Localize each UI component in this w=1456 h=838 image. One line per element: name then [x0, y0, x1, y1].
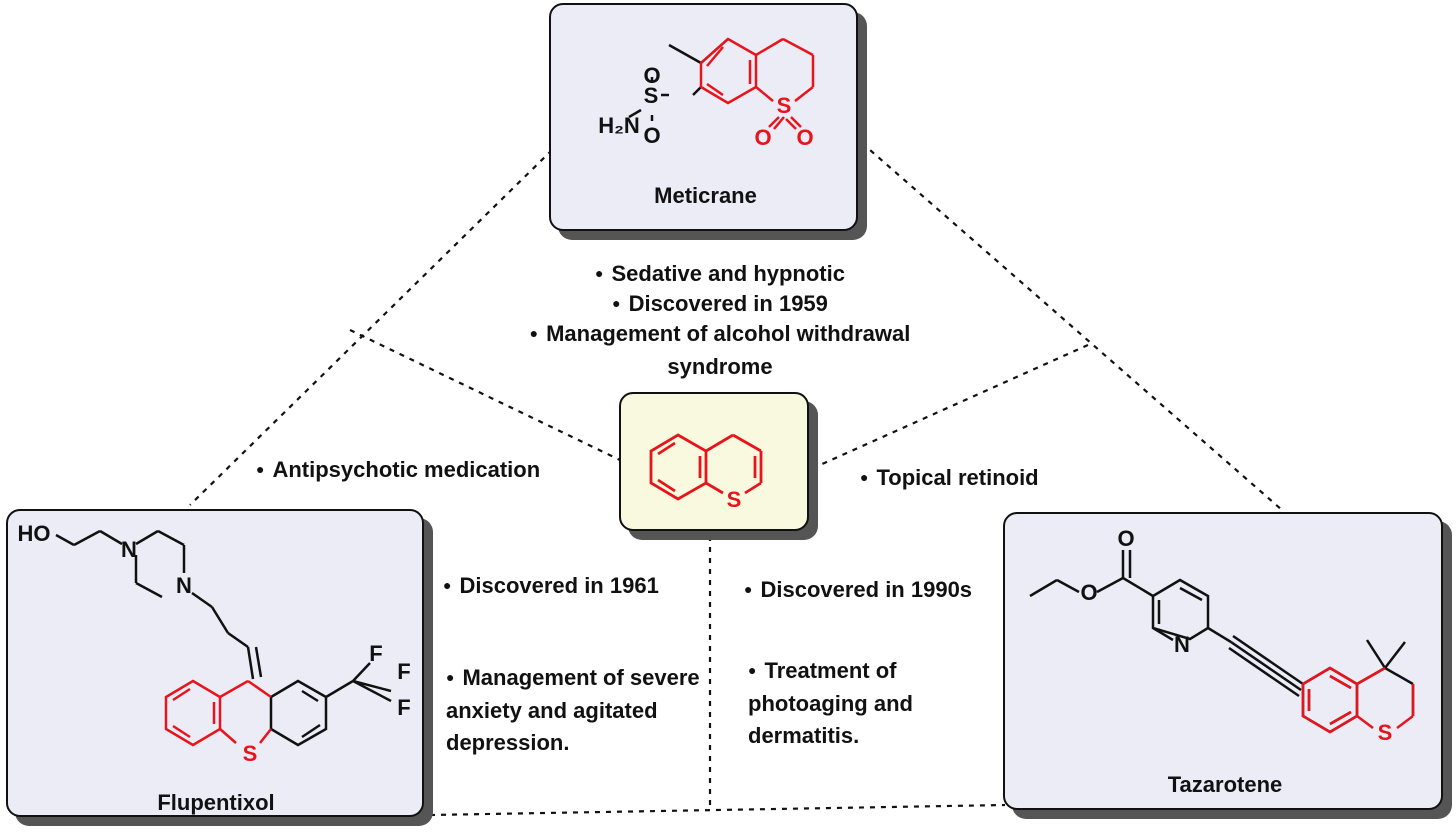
ring-sulfur: S [1378, 720, 1393, 745]
piperazine-nitrogen-1: N [121, 537, 137, 562]
note-text: Topical retinoid [876, 465, 1039, 490]
ester-oxygen: O [1080, 580, 1097, 605]
ring-sulfur: S [777, 93, 792, 118]
connector-line [189, 149, 553, 506]
note-text: Antipsychotic medication [272, 457, 541, 482]
fluorine-1: F [369, 641, 382, 666]
tazarotene-note-2: ● Discovered in 1990s [744, 574, 972, 607]
flupentixol-name: Flupentixol [157, 790, 275, 815]
flupentixol-note-2: ● Discovered in 1961 [443, 570, 659, 603]
bullet-icon: ● [256, 461, 265, 478]
piperazine-nitrogen-2: N [176, 573, 192, 598]
note-text: Discovered in 1990s [760, 577, 973, 602]
tazarotene-note-1: ● Topical retinoid [860, 462, 1039, 495]
bullet-icon: ● [744, 581, 753, 598]
tazarotene-name: Tazarotene [1167, 772, 1283, 797]
flupentixol-note-3: ●Management of severe anxiety and agitat… [446, 662, 706, 759]
flupentixol-note-1: ● Antipsychotic medication [256, 454, 540, 487]
ring-oxygen-right: O [796, 125, 813, 150]
sulfonyl-sulfur: S [644, 83, 659, 108]
ring-oxygen-left: O [754, 125, 771, 150]
note-text: Discovered in 1961 [459, 573, 659, 598]
connector-line [429, 803, 1006, 817]
bullet-icon: ● [446, 669, 455, 686]
bullet-icon: ● [612, 295, 621, 312]
meticrane-note-1: ● Sedative and hypnotic [520, 258, 920, 291]
bullet-icon: ● [529, 325, 539, 342]
meticrane-note-2: ● Discovered in 1959 [520, 288, 920, 321]
fluorine-3: F [397, 695, 410, 720]
meticrane-structure: S O O H₂N S O O [598, 37, 815, 150]
meticrane-card: S O O H₂N S O O Meticrane [549, 3, 858, 231]
thiochromene-structure: S [649, 433, 763, 512]
connector-line [819, 343, 1089, 467]
tazarotene-note-3: ●Treatment of photoaging and dermatitis. [748, 655, 958, 752]
flupentixol-card: HO N N S F F F Flupentixol [6, 509, 424, 817]
meticrane-name: Meticrane [654, 183, 757, 208]
ring-sulfur: S [243, 741, 258, 766]
hydroxyl-group: HO [18, 521, 51, 546]
tazarotene-structure: O O N S [1029, 526, 1415, 745]
pyridine-nitrogen: N [1174, 632, 1190, 657]
connector-line [861, 142, 1283, 511]
amine-group: H₂N [598, 113, 640, 138]
bullet-icon: ● [595, 265, 604, 282]
bullet-icon: ● [748, 662, 757, 679]
note-text: Discovered in 1959 [628, 291, 828, 316]
carbonyl-oxygen: O [1117, 526, 1134, 551]
sulfonyl-oxygen-top: O [643, 63, 660, 88]
meticrane-note-3: ● Management of alcohol withdrawal syndro… [500, 318, 940, 383]
bullet-icon: ● [443, 577, 452, 594]
note-text: Sedative and hypnotic [611, 261, 845, 286]
core-sulfur: S [727, 487, 742, 512]
note-text: Treatment of photoaging and dermatitis. [748, 658, 913, 749]
note-text: Management of severe anxiety and agitate… [446, 665, 700, 756]
flupentixol-structure: HO N N S F F F [18, 521, 411, 766]
note-text: Management of alcohol withdrawal syndrom… [546, 321, 911, 380]
fluorine-2: F [397, 659, 410, 684]
sulfonyl-oxygen-bottom: O [643, 123, 660, 148]
bullet-icon: ● [860, 469, 869, 486]
thiochromene-core-card: S [619, 392, 809, 531]
tazarotene-card: O O N S Tazarotene [1003, 512, 1443, 810]
